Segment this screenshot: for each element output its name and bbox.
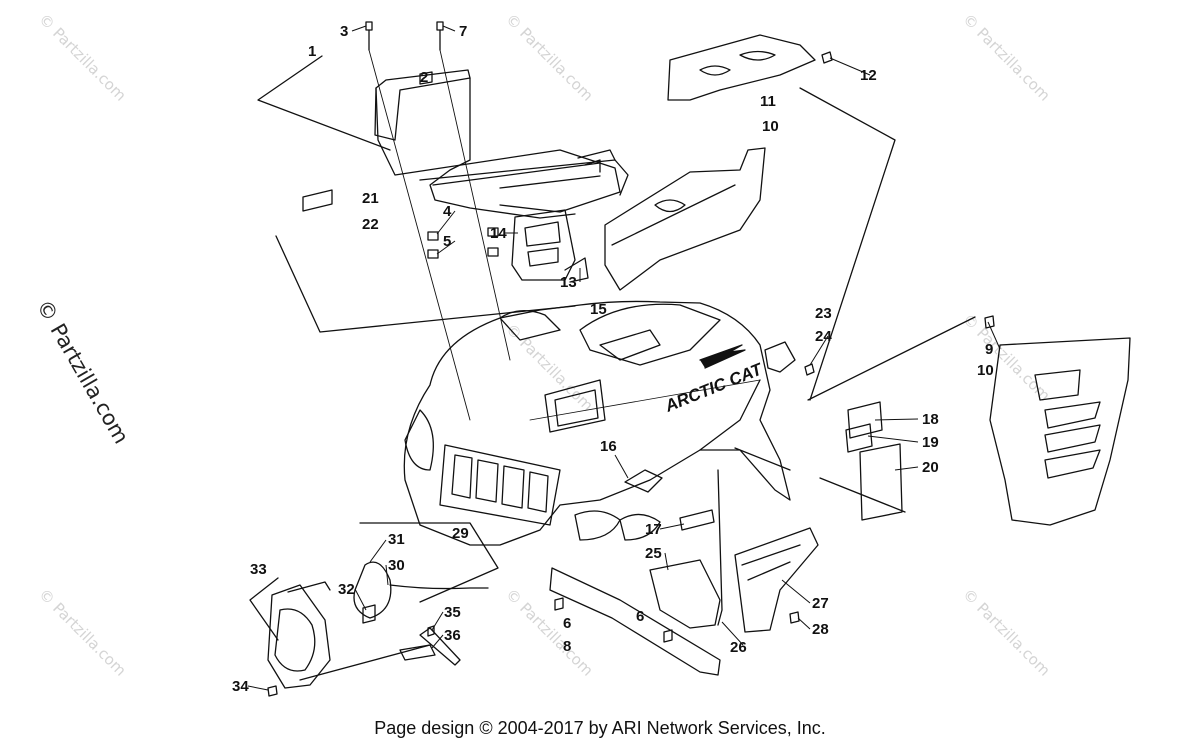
callout-13: 13 — [560, 274, 577, 291]
watermark-large: © Partzilla.com — [32, 296, 134, 448]
callout-25: 25 — [645, 545, 662, 562]
bracket-33 — [249, 577, 279, 641]
dash-panel-11 — [667, 34, 816, 101]
callout-29: 29 — [452, 525, 469, 542]
decal-19 — [845, 423, 873, 453]
watermark: © Partzilla.com — [959, 10, 1054, 105]
screw-24 — [804, 363, 815, 376]
bracket-22 — [275, 235, 576, 333]
callout-7: 7 — [459, 23, 467, 40]
callout-2: 2 — [420, 69, 428, 86]
decal-20 — [859, 443, 903, 521]
callout-1: 1 — [308, 43, 316, 60]
rack-mount-lines — [368, 49, 511, 421]
callout-23: 23 — [815, 305, 832, 322]
callout-16: 16 — [600, 438, 617, 455]
screw-34 — [267, 685, 278, 697]
callout-31: 31 — [388, 531, 405, 548]
callout-15: 15 — [590, 301, 607, 318]
callout-8: 8 — [563, 638, 571, 655]
side-panel-10 — [989, 337, 1131, 526]
bracket-23 — [764, 341, 796, 373]
callout-36: 36 — [444, 627, 461, 644]
cover-10-upper — [604, 147, 766, 291]
callout-35: 35 — [444, 604, 461, 621]
rod-26 — [717, 469, 723, 626]
decal-21 — [302, 189, 333, 212]
callout-6b: 6 — [636, 608, 644, 625]
callout-12: 12 — [860, 67, 877, 84]
callout-5: 5 — [443, 233, 451, 250]
watermark: © Partzilla.com — [959, 585, 1054, 680]
watermark: © Partzilla.com — [35, 585, 130, 680]
bracket-29 — [359, 522, 499, 603]
callout-34: 34 — [232, 678, 249, 695]
watermarks: © Partzilla.com © Partzilla.com © Partzi… — [32, 10, 1054, 680]
wiring-harness — [353, 561, 489, 666]
callout-32: 32 — [338, 581, 355, 598]
callout-labels: 1 2 3 4 5 6 6 7 8 9 10 10 11 12 13 14 15… — [232, 23, 994, 695]
watermark: © Partzilla.com — [35, 10, 130, 105]
callout-24: 24 — [815, 328, 832, 345]
front-body-15 — [403, 300, 791, 546]
callout-10a: 10 — [762, 118, 779, 135]
mud-guard-27 — [734, 527, 819, 633]
screw-28 — [789, 611, 800, 624]
callout-4: 4 — [443, 203, 452, 220]
footer-copyright: Page design © 2004-2017 by ARI Network S… — [374, 718, 826, 738]
bushings-4-5 — [427, 227, 499, 259]
front-rack — [374, 69, 629, 219]
callout-9: 9 — [985, 341, 993, 358]
bracket-18 — [819, 477, 906, 513]
callout-10b: 10 — [977, 362, 994, 379]
skid-plate-25 — [649, 559, 721, 629]
callout-3: 3 — [340, 23, 348, 40]
callout-20: 20 — [922, 459, 939, 476]
callout-27: 27 — [812, 595, 829, 612]
decal-16 — [624, 469, 663, 493]
callout-18: 18 — [922, 411, 939, 428]
instrument-pod — [511, 209, 589, 283]
bracket-34 — [299, 644, 431, 681]
callout-17: 17 — [645, 521, 662, 538]
callout-19: 19 — [922, 434, 939, 451]
watermark: © Partzilla.com — [502, 10, 597, 105]
callout-30: 30 — [388, 557, 405, 574]
bracket-1 — [257, 55, 391, 151]
watermark: © Partzilla.com — [959, 310, 1054, 405]
headlight-33 — [267, 581, 331, 689]
bolts-3-7 — [365, 21, 444, 51]
screw-9 — [984, 315, 995, 329]
brand-decal: ARCTIC CAT — [661, 359, 766, 416]
callout-33: 33 — [250, 561, 267, 578]
watermark: © Partzilla.com — [502, 585, 597, 680]
bracket-11 — [799, 87, 896, 401]
callout-11: 11 — [760, 93, 776, 110]
callout-28: 28 — [812, 621, 829, 638]
screw-12 — [821, 51, 833, 64]
callout-6: 6 — [563, 615, 571, 632]
callout-14: 14 — [490, 225, 507, 242]
callout-21: 21 — [362, 190, 379, 207]
bracket-9 — [807, 316, 976, 401]
callout-26: 26 — [730, 639, 747, 656]
callout-22: 22 — [362, 216, 379, 233]
leader-lines — [247, 25, 1001, 691]
reflector-17 — [679, 509, 715, 531]
front-bumper — [549, 567, 721, 676]
